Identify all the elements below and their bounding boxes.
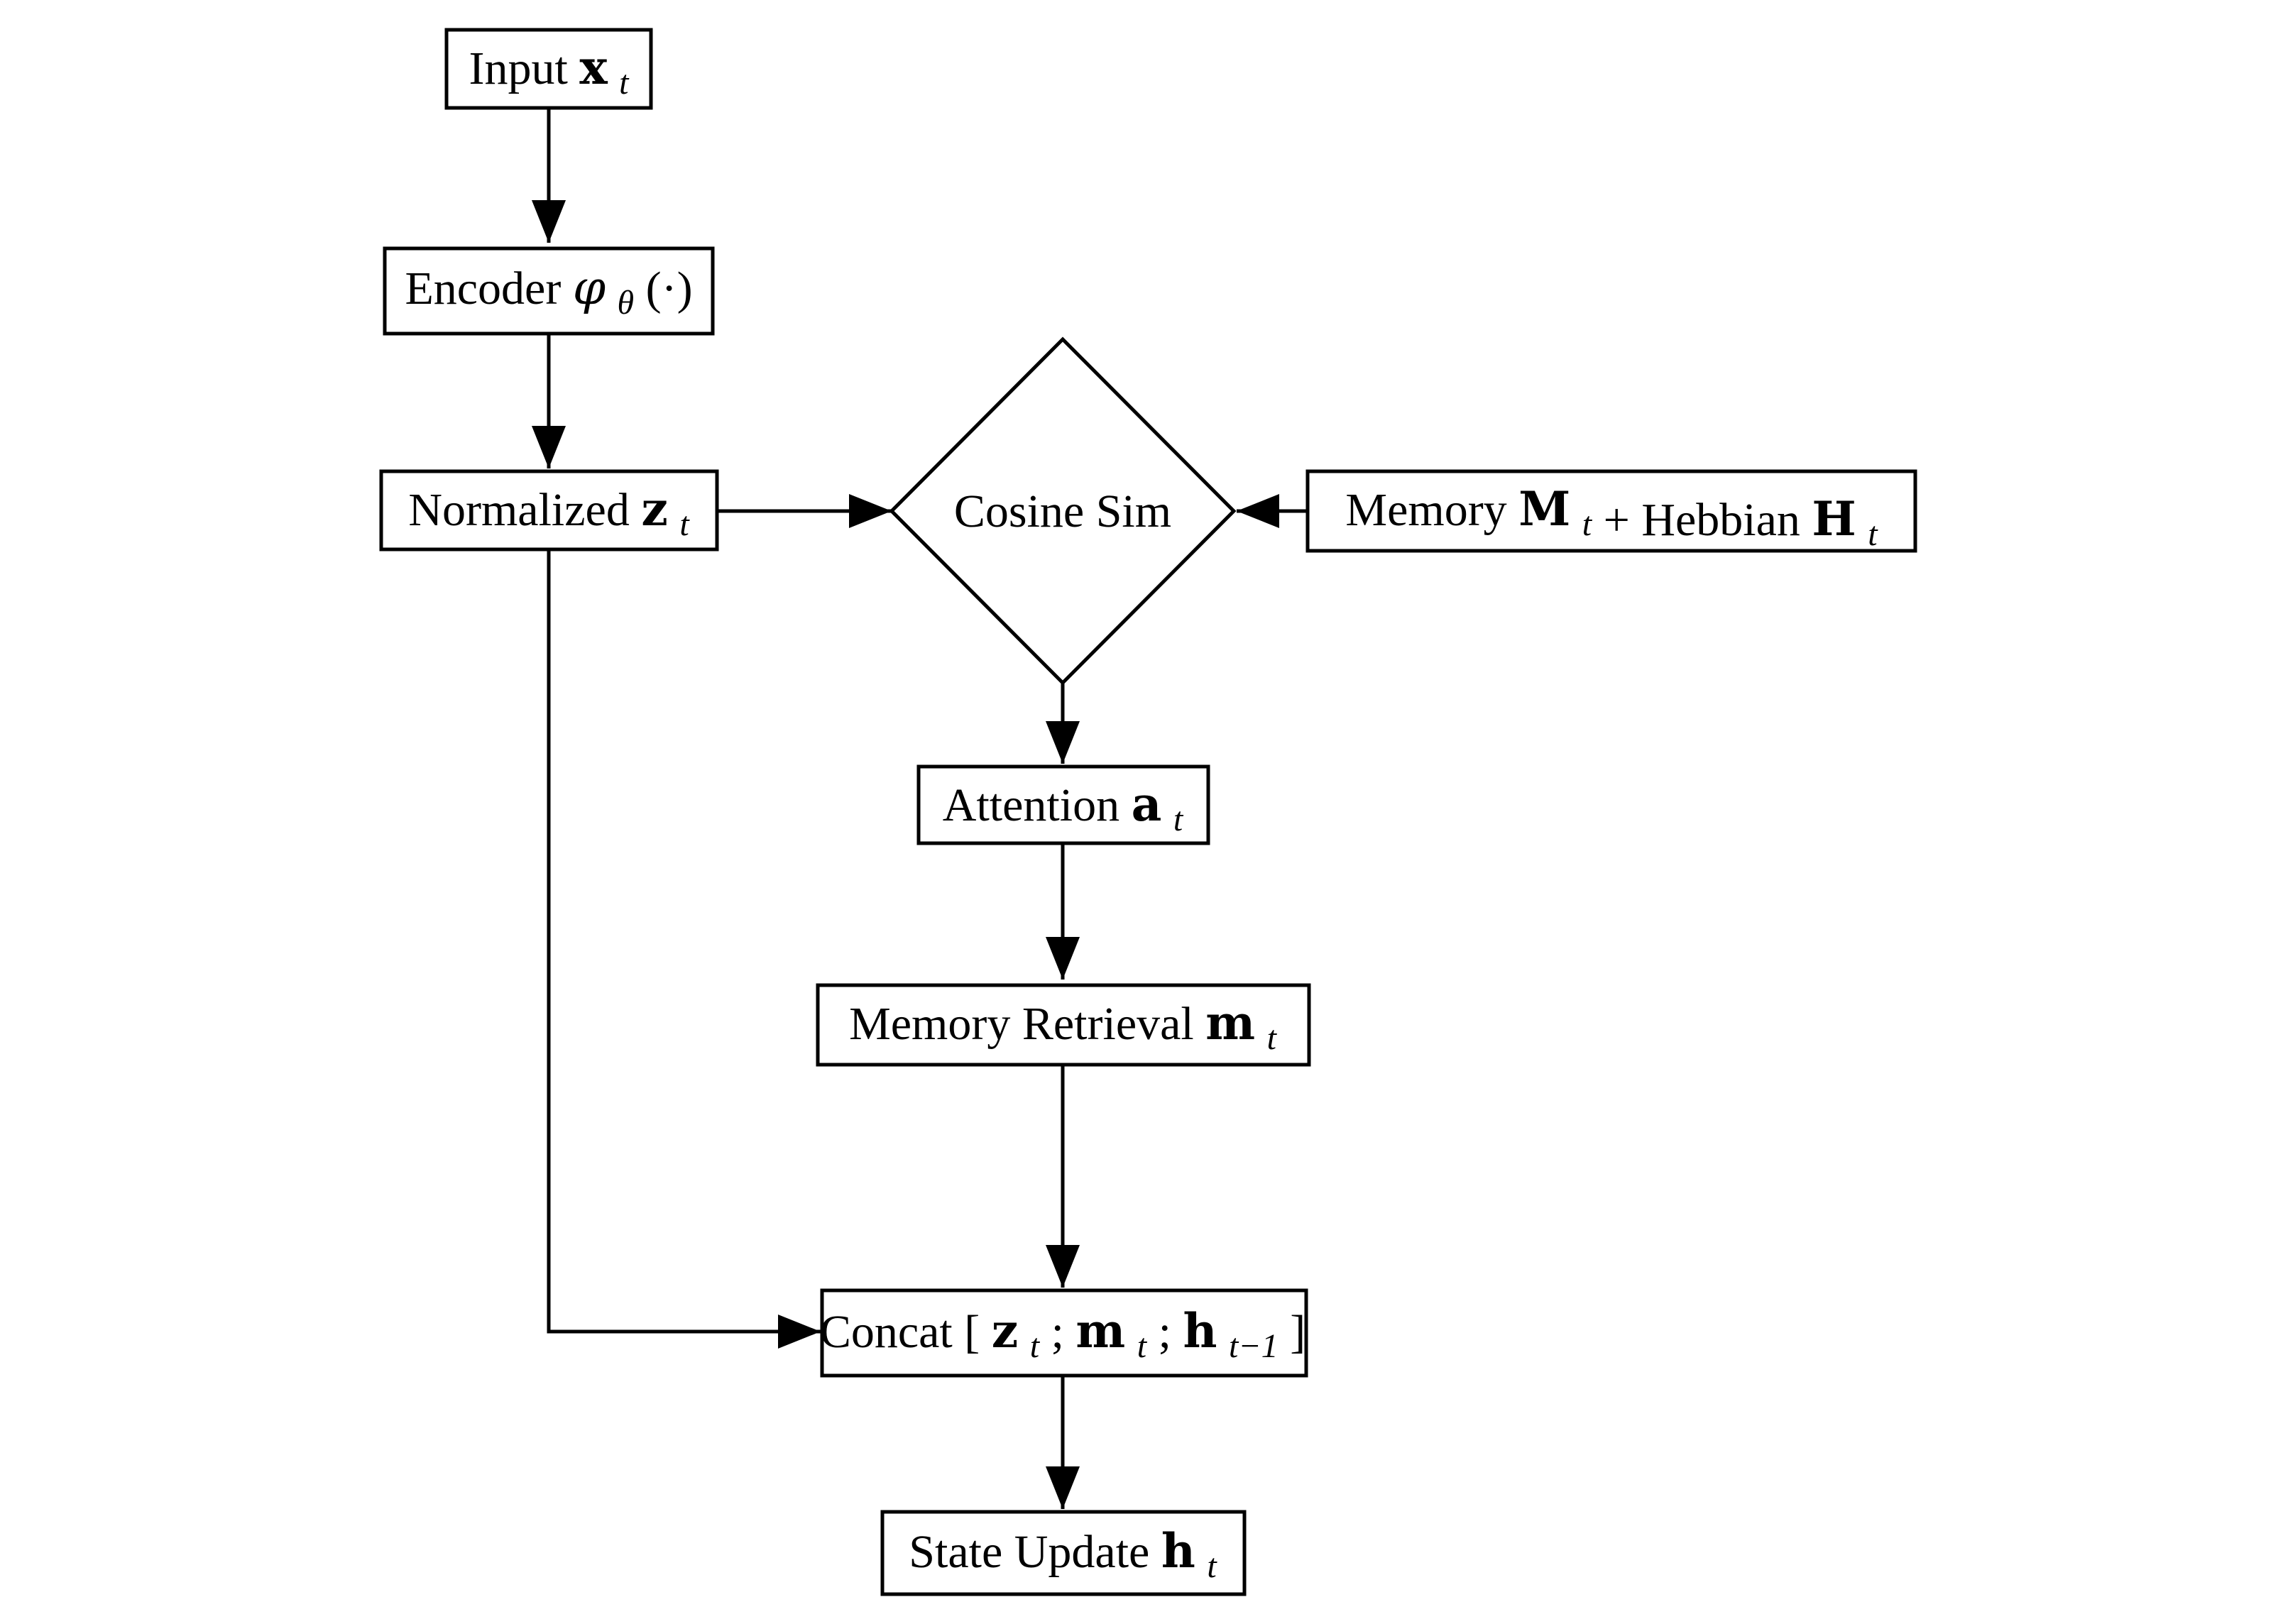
svg-text:Input x t: Input x t xyxy=(469,40,630,102)
svg-text:Normalized z: Normalized z t xyxy=(408,481,690,543)
cosine-label: Cosine Sim xyxy=(954,485,1171,537)
attention-label: Attention xyxy=(943,779,1119,831)
concat-s1: t xyxy=(1030,1327,1041,1365)
memory-var2: H xyxy=(1812,491,1856,547)
memory-sub2: t xyxy=(1868,515,1878,553)
concat-v3: h xyxy=(1183,1303,1217,1359)
retrieval-label: Memory Retrieval xyxy=(849,998,1194,1050)
memory-plus: + Hebbian xyxy=(1604,494,1800,546)
node-normalized: Normalized z t xyxy=(379,469,719,552)
encoder-label: Encoder xyxy=(405,263,561,314)
svg-text:State Update h: State Update h t xyxy=(909,1523,1217,1585)
concat-sep2: ; xyxy=(1159,1306,1171,1358)
input-sub: t xyxy=(619,64,630,102)
edge-normalized-to-concat xyxy=(547,549,821,1349)
memory-label: Memory xyxy=(1345,484,1506,536)
node-encoder: Encoder φ θ (·) xyxy=(383,246,715,336)
node-cosine: Cosine Sim xyxy=(889,336,1237,686)
concat-s2: t xyxy=(1137,1327,1148,1365)
svg-text:Concat [ z: Concat [ z t ; m t ; h t−1 ] xyxy=(820,1303,1305,1368)
node-input: Input x t xyxy=(444,28,653,110)
input-label: Input xyxy=(469,43,567,94)
state-label: State Update xyxy=(909,1526,1149,1578)
attention-sub: t xyxy=(1173,801,1184,838)
state-var: h xyxy=(1161,1523,1195,1579)
concat-v2: m xyxy=(1075,1303,1125,1359)
node-retrieval: Memory Retrieval m t xyxy=(816,983,1311,1067)
encoder-arg: (·) xyxy=(646,263,693,314)
edges xyxy=(532,108,1308,1509)
concat-open: [ xyxy=(964,1306,980,1358)
svg-text:Memory Retrieval: Memory Retrieval m t xyxy=(849,995,1278,1057)
encoder-sub: θ xyxy=(618,284,635,322)
node-concat: Concat [ z t ; m t ; h t−1 ] xyxy=(820,1288,1308,1378)
node-memory: Memory M t + Hebbian H t xyxy=(1305,469,1917,553)
input-var: x xyxy=(579,40,608,95)
concat-s3: t−1 xyxy=(1229,1327,1279,1365)
concat-v1: z xyxy=(992,1303,1018,1359)
encoder-func: φ xyxy=(573,260,606,315)
svg-text:Encoder φ: Encoder φ θ (·) xyxy=(405,260,692,324)
svg-text:Attention a: Attention a t xyxy=(943,777,1184,838)
memory-sub1: t xyxy=(1582,505,1593,543)
concat-label: Concat xyxy=(820,1306,953,1358)
normalized-label: Normalized xyxy=(408,484,630,536)
retrieval-var: m xyxy=(1205,995,1255,1050)
attention-var: a xyxy=(1132,777,1162,832)
concat-sep1: ; xyxy=(1051,1306,1064,1358)
svg-text:Memory M t: Memory M t + Hebbian H t xyxy=(1345,481,1878,553)
state-sub: t xyxy=(1207,1547,1217,1585)
node-state: State Update h t xyxy=(880,1510,1247,1596)
node-attention: Attention a t xyxy=(916,764,1210,845)
normalized-var: z xyxy=(641,481,667,537)
memory-var1: M xyxy=(1518,481,1570,537)
concat-close: ] xyxy=(1290,1306,1305,1358)
retrieval-sub: t xyxy=(1267,1019,1278,1057)
normalized-sub: t xyxy=(679,505,690,543)
